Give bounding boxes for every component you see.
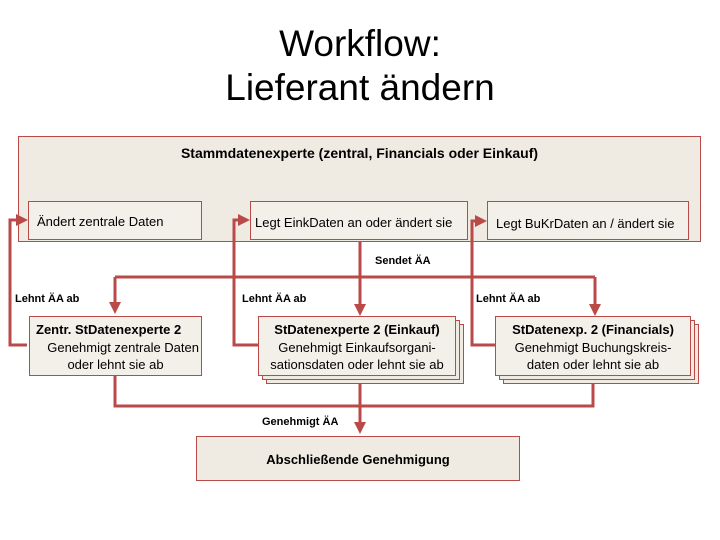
step-company-code-data-label: Legt BuKrDaten an / ändert sie	[496, 216, 675, 231]
approver-purchasing-line2: sationsdaten oder lehnt sie ab	[270, 357, 444, 372]
final-approval-label: Abschließende Genehmigung	[266, 452, 450, 467]
approver-central-line1: Genehmigt zentrale Daten	[47, 340, 199, 355]
master-data-expert-header: Stammdatenexperte (zentral, Financials o…	[180, 145, 539, 161]
label-approves-change-request: Genehmigt ÄA	[262, 416, 339, 428]
approver-financials-line1: Genehmigt Buchungskreis-	[514, 340, 672, 355]
label-reject-financials: Lehnt ÄA ab	[476, 293, 541, 305]
approver-central: Zentr. StDatenexperte 2 Genehmigt zentra…	[29, 316, 202, 376]
reject-loop-purchasing	[232, 214, 258, 347]
step-company-code-data: Legt BuKrDaten an / ändert sie	[487, 201, 689, 240]
step-purchasing-data-label: Legt EinkDaten an oder ändert sie	[255, 215, 453, 230]
approver-financials-line2: daten oder lehnt sie ab	[526, 357, 660, 372]
reject-loop-financials	[470, 215, 495, 347]
approver-purchasing-title: StDatenexperte 2 (Einkauf)	[274, 322, 440, 337]
title-line-2: Lieferant ändern	[225, 67, 495, 108]
approver-purchasing: StDatenexperte 2 (Einkauf) Genehmigt Ein…	[258, 316, 456, 376]
label-reject-purchasing: Lehnt ÄA ab	[242, 293, 307, 305]
final-approval-box: Abschließende Genehmigung	[196, 436, 520, 481]
approver-financials-title: StDatenexp. 2 (Financials)	[512, 322, 674, 337]
step-change-central-data: Ändert zentrale Daten	[28, 201, 202, 240]
label-reject-central: Lehnt ÄA ab	[15, 293, 80, 305]
step-purchasing-data: Legt EinkDaten an oder ändert sie	[250, 201, 468, 240]
approver-purchasing-line1: Genehmigt Einkaufsorgani-	[278, 340, 436, 355]
approver-financials: StDatenexp. 2 (Financials) Genehmigt Buc…	[495, 316, 691, 376]
title-line-1: Workflow:	[279, 23, 441, 64]
step-change-central-data-label: Ändert zentrale Daten	[37, 214, 164, 229]
arrow-collector	[113, 376, 595, 408]
approver-central-title: Zentr. StDatenexperte 2	[36, 322, 182, 337]
reject-loop-central	[8, 214, 28, 347]
label-sends-change-request: Sendet ÄA	[375, 255, 431, 267]
approver-central-line2: oder lehnt sie ab	[67, 357, 164, 372]
diagram-title: Workflow: Lieferant ändern	[0, 22, 720, 110]
